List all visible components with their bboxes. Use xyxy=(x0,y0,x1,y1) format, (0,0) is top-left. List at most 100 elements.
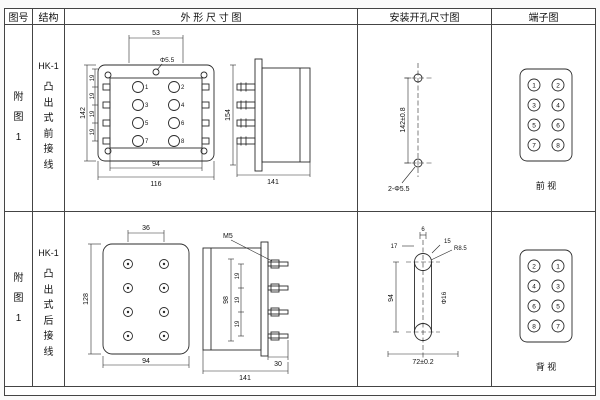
terminal-block-outline xyxy=(519,249,573,343)
front-view-dim-lines xyxy=(84,35,215,180)
terminal-number: 3 xyxy=(532,103,536,110)
header-outline-dimensions: 外 形 尺 寸 图 xyxy=(65,9,358,25)
dim-label: Φ5.5 xyxy=(160,57,175,64)
terminal-number: 7 xyxy=(556,324,560,331)
terminal-number: 3 xyxy=(556,284,560,291)
row2-mounting-drawing: 17 6 15 R8.5 94 Φ16 72±0.2 xyxy=(387,227,467,366)
mounting-holes xyxy=(413,73,423,168)
spec-sheet-table: 图号 结构 外 形 尺 寸 图 安装开孔尺寸图 端子图 附图1 HK-1 凸出式… xyxy=(4,8,596,396)
dim-label: 19 xyxy=(90,74,96,81)
header-structure: 结构 xyxy=(33,9,65,25)
dim-label: 19 xyxy=(235,320,241,327)
row2-terminal-drawing: 2 1 4 3 6 5 8 7 背 视 xyxy=(519,249,573,372)
terminal-number: 4 xyxy=(181,103,185,109)
dim-label: R8.5 xyxy=(454,246,467,252)
dim-label: 17 xyxy=(391,244,398,250)
terminal-number: 3 xyxy=(145,103,149,109)
rear-side-view-body xyxy=(202,241,289,357)
side-view-dim-lines xyxy=(230,64,311,177)
terminal-number: 1 xyxy=(145,85,149,91)
dim-label: 116 xyxy=(150,181,161,188)
dim-label: 19 xyxy=(90,92,96,99)
cutout-dim-lines xyxy=(387,232,459,357)
dim-label: 19 xyxy=(235,296,241,303)
dim-label: 72±0.2 xyxy=(412,359,433,366)
rear-view-dim-lines xyxy=(88,230,190,368)
terminal-number: 5 xyxy=(556,304,560,311)
header-outline-label: 外 形 尺 寸 图 xyxy=(180,13,242,24)
terminal-number: 5 xyxy=(145,121,149,127)
dim-label: 94 xyxy=(152,161,160,168)
row2-fig-number-cell: 附图1 xyxy=(5,212,33,387)
dim-label: 94 xyxy=(388,294,395,302)
row1-terminal-drawing: 1 2 3 4 5 6 7 8 前 视 xyxy=(519,68,573,191)
dim-label: 141 xyxy=(267,179,279,186)
terminal-number: 4 xyxy=(556,103,560,110)
row2-outline-cell: 36 128 94 M5 98 19 19 19 30 141 xyxy=(65,212,358,387)
terminal-number: 2 xyxy=(556,83,560,90)
dim-label: 30 xyxy=(274,361,282,368)
row1-fig-number-cell: 附图1 xyxy=(5,25,33,212)
terminal-number: 6 xyxy=(181,121,185,127)
header-terminal-diagram: 端子图 xyxy=(492,9,595,25)
row1-outline-cell: 53 Φ5.5 142 19 19 19 19 94 116 1 2 3 4 5… xyxy=(65,25,358,212)
row1-outline-drawing: 53 Φ5.5 142 19 19 19 19 94 116 1 2 3 4 5… xyxy=(80,30,311,188)
dim-label: 53 xyxy=(152,30,160,37)
row2-terminal-cell: 2 1 4 3 6 5 8 7 背 视 xyxy=(492,212,595,387)
row1-model: HK-1 xyxy=(38,61,59,71)
row2-structure-text: 凸出式后接线 xyxy=(43,269,54,358)
dim-label: 94 xyxy=(142,358,150,365)
footer-strip xyxy=(5,387,595,395)
dim-label: Φ16 xyxy=(441,291,448,304)
dim-label: 142 xyxy=(80,107,87,119)
dim-label: 19 xyxy=(235,272,241,279)
terminal-number: 7 xyxy=(532,143,536,150)
row1-mounting-drawing: 142±0.8 2-Φ5.5 xyxy=(388,63,432,193)
dim-label: 15 xyxy=(444,239,451,245)
row1-terminal-cell: 1 2 3 4 5 6 7 8 前 视 xyxy=(492,25,595,212)
row1-structure-cell: HK-1 凸出式前接线 xyxy=(33,25,65,212)
row2-fig-number: 附图1 xyxy=(13,273,24,324)
dim-label: 141 xyxy=(239,375,251,382)
dim-label: 19 xyxy=(90,110,96,117)
terminal-number: 8 xyxy=(532,324,536,331)
terminal-numbers: 2 1 4 3 6 5 8 7 xyxy=(532,264,560,331)
cutout-dim-labels: 17 6 15 R8.5 94 Φ16 72±0.2 xyxy=(388,227,467,366)
dim-label: M5 xyxy=(223,233,233,240)
dim-label: 142±0.8 xyxy=(400,107,407,132)
terminal-number: 5 xyxy=(532,123,536,130)
terminal-number: 2 xyxy=(532,264,536,271)
dim-label: 19 xyxy=(90,128,96,135)
terminal-block-outline xyxy=(519,68,573,162)
row2-mounting-cell: 17 6 15 R8.5 94 Φ16 72±0.2 xyxy=(358,212,492,387)
header-fig-number-label: 图号 xyxy=(8,13,29,24)
row1-structure-text: 凸出式前接线 xyxy=(43,82,54,171)
dim-label: 128 xyxy=(83,293,90,305)
front-view-dim-labels: 53 Φ5.5 142 19 19 19 19 94 116 1 2 3 4 5… xyxy=(80,30,279,188)
rear-view-stud-dots xyxy=(126,262,166,338)
row2-outline-drawing: 36 128 94 M5 98 19 19 19 30 141 xyxy=(83,225,289,382)
header-terminal-label: 端子图 xyxy=(528,13,559,24)
cutout-centerlines xyxy=(406,240,440,360)
view-label: 前 视 xyxy=(536,180,557,191)
mounting-dim-lines xyxy=(401,77,416,184)
dim-label: 36 xyxy=(142,225,150,232)
dim-label: 98 xyxy=(223,296,230,304)
terminal-numbers: 1 2 3 4 5 6 7 8 xyxy=(532,83,560,150)
rear-view-body xyxy=(102,243,190,355)
mounting-dim-labels: 142±0.8 2-Φ5.5 xyxy=(388,107,410,193)
row1-mounting-cell: 142±0.8 2-Φ5.5 xyxy=(358,25,492,212)
terminal-number: 8 xyxy=(181,139,185,145)
dim-label: 2-Φ5.5 xyxy=(388,186,410,193)
terminal-number: 8 xyxy=(556,143,560,150)
row1-fig-number: 附图1 xyxy=(13,92,24,143)
terminal-number: 1 xyxy=(532,83,536,90)
header-mounting-label: 安装开孔尺寸图 xyxy=(389,13,460,24)
rear-side-view-dim-lines xyxy=(202,239,289,374)
terminal-number: 6 xyxy=(556,123,560,130)
view-label: 背 视 xyxy=(536,361,557,372)
header-mounting-holes: 安装开孔尺寸图 xyxy=(358,9,492,25)
front-view-body xyxy=(97,64,215,162)
terminal-number: 4 xyxy=(532,284,536,291)
terminal-number: 6 xyxy=(532,304,536,311)
